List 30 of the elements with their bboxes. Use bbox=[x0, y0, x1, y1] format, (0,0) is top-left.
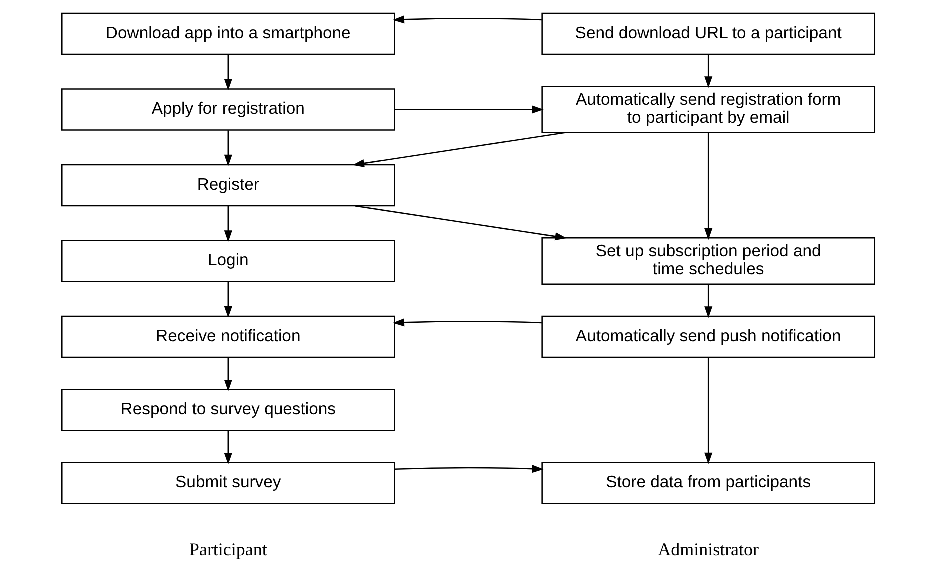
arrow bbox=[392, 16, 542, 24]
arrow bbox=[704, 358, 712, 464]
node-box: Login bbox=[61, 240, 395, 282]
node-box: Automatically send registration form to participant by email bbox=[541, 86, 875, 134]
arrow bbox=[224, 206, 232, 242]
node-box: Send download URL to a participant bbox=[541, 12, 875, 56]
arrow bbox=[704, 54, 712, 88]
node-box: Register bbox=[61, 164, 395, 207]
node-box: Submit survey bbox=[61, 462, 395, 505]
label: Participant bbox=[188, 540, 267, 560]
node-box: Download app into a smartphone bbox=[61, 12, 395, 56]
arrow bbox=[392, 318, 542, 327]
node-box: Apply for registration bbox=[61, 88, 395, 131]
node-box: Automatically send push notification bbox=[541, 316, 875, 358]
arrow bbox=[352, 132, 565, 168]
arrow bbox=[224, 358, 232, 392]
label: Administrator bbox=[658, 540, 758, 560]
node-box: Respond to survey questions bbox=[61, 389, 395, 432]
arrow bbox=[394, 465, 544, 474]
arrow bbox=[224, 54, 232, 91]
arrow bbox=[704, 284, 712, 318]
arrow bbox=[224, 430, 232, 465]
arrow bbox=[224, 130, 232, 166]
node-box: Store data from participants bbox=[541, 462, 875, 505]
arrow bbox=[354, 205, 566, 241]
arrow bbox=[704, 133, 712, 240]
node-box: Receive notification bbox=[61, 316, 395, 358]
arrow bbox=[394, 106, 544, 114]
node-box: Set up subscription period and time schedules bbox=[541, 238, 875, 285]
arrow bbox=[224, 282, 232, 318]
